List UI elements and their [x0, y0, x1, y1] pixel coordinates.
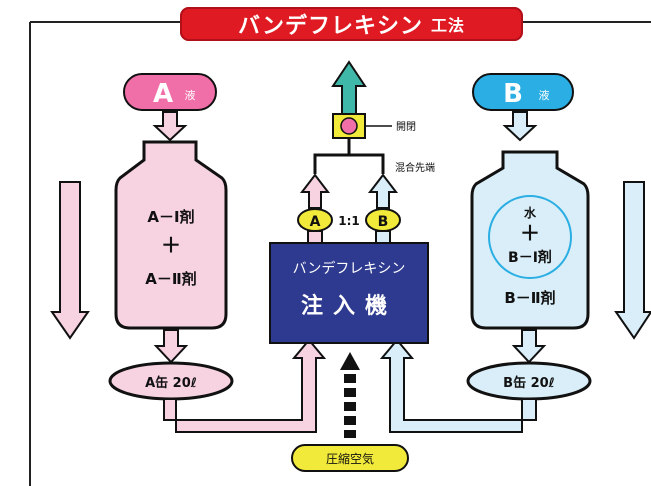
valve-knob: [340, 117, 358, 135]
mix-manifold: [313, 153, 385, 174]
title-suffix: 工法: [431, 16, 466, 35]
arrow-down-icon: [502, 111, 538, 142]
tank-a-agent-2: A－Ⅱ剤: [145, 270, 197, 288]
title-badge: バンデフレキシン 工法: [180, 7, 523, 41]
liquid-b-badge: B 液: [472, 73, 574, 111]
mix-label: 混合先端: [395, 161, 435, 174]
tank-b-circle: [488, 195, 572, 279]
pail-b-label: B缶 20ℓ: [503, 375, 555, 391]
liquid-a-suffix: 液: [185, 88, 196, 102]
arrow-down-icon: [153, 329, 189, 364]
liquid-b-suffix: 液: [539, 88, 550, 102]
tank-b-agent-1: B－Ⅰ剤: [508, 249, 552, 266]
tank-b: [470, 150, 590, 330]
tank-a-agent-1: A－Ⅰ剤: [147, 208, 194, 226]
hose-b: [379, 338, 537, 433]
injector-name: バンデフレキシン: [293, 260, 406, 277]
title-main: バンデフレキシン: [237, 14, 424, 39]
connector-b: [375, 230, 391, 244]
side-arrow-left: [50, 181, 90, 340]
outlet-arrow-icon: [331, 60, 367, 115]
liquid-a-badge: A 液: [123, 73, 217, 111]
tank-b-water: 水: [524, 205, 537, 220]
injector-label: 注入機: [301, 293, 397, 319]
liquid-a-letter: A: [153, 79, 173, 109]
air-arrow: [340, 352, 360, 438]
connector-a: [307, 230, 323, 244]
arrow-down-icon: [152, 111, 188, 142]
liquid-b-letter: B: [503, 79, 523, 109]
ratio-a: A: [310, 214, 321, 230]
ratio-b-badge: B: [365, 208, 401, 232]
arrow-down-icon: [511, 329, 547, 364]
tank-a: [114, 140, 228, 330]
pail-a: A缶 20ℓ: [108, 361, 234, 401]
pail-b: B缶 20ℓ: [466, 361, 592, 401]
air-badge: 圧縮空気: [291, 444, 409, 472]
tank-b-agent-2: B－Ⅱ剤: [504, 289, 555, 307]
pail-a-label: A缶 20ℓ: [145, 375, 197, 391]
arrow-up-icon: [299, 173, 331, 209]
frame: [29, 21, 651, 486]
ratio-a-badge: A: [297, 208, 333, 232]
valve-label: 開閉: [396, 121, 416, 133]
air-label: 圧縮空気: [326, 451, 374, 466]
side-arrow-right: [614, 181, 651, 340]
ratio-b: B: [378, 214, 389, 230]
tank-b-plus: ＋: [520, 221, 540, 245]
injector: バンデフレキシン 注入機: [269, 242, 429, 344]
tank-a-plus: ＋: [161, 233, 181, 257]
ratio-text: 1:1: [338, 214, 360, 228]
arrow-up-icon: [367, 173, 399, 209]
hose-a: [163, 338, 327, 433]
